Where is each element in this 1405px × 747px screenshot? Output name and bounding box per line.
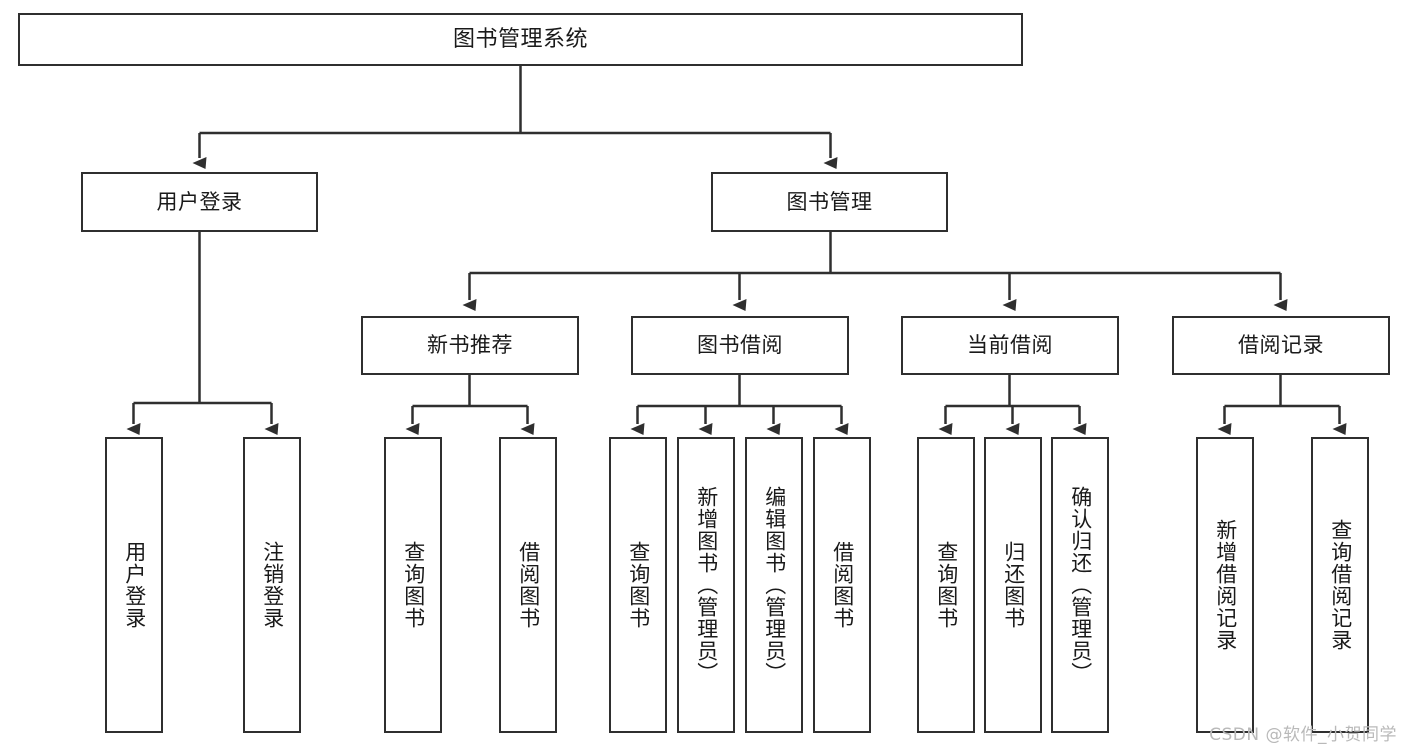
- node-leaf-query-book-1[interactable]: 查询图书: [384, 437, 442, 733]
- node-leaf-user-login-label: 用户登录: [122, 541, 147, 629]
- node-leaf-query-book-1-label: 查询图书: [401, 541, 426, 629]
- node-leaf-add-book[interactable]: 新增图书（管理员）: [677, 437, 735, 733]
- node-user-login-label: 用户登录: [156, 189, 243, 214]
- node-leaf-logout-label: 注销登录: [260, 541, 285, 629]
- node-leaf-add-record[interactable]: 新增借阅记录: [1196, 437, 1254, 733]
- node-current-borrow-label: 当前借阅: [967, 333, 1053, 358]
- node-leaf-query-book-3-label: 查询图书: [934, 541, 959, 629]
- node-book-borrow-label: 图书借阅: [697, 333, 783, 358]
- node-leaf-logout[interactable]: 注销登录: [243, 437, 301, 733]
- node-leaf-borrow-book-1-label: 借阅图书: [516, 541, 541, 629]
- node-book-management-label: 图书管理: [786, 189, 873, 214]
- node-leaf-return-book-label: 归还图书: [1001, 541, 1026, 629]
- node-leaf-add-book-label: 新增图书（管理员）: [694, 486, 719, 684]
- node-leaf-confirm-return[interactable]: 确认归还（管理员）: [1051, 437, 1109, 733]
- node-leaf-edit-book[interactable]: 编辑图书（管理员）: [745, 437, 803, 733]
- node-borrow-record[interactable]: 借阅记录: [1172, 316, 1390, 375]
- node-leaf-confirm-return-label: 确认归还（管理员）: [1068, 486, 1093, 684]
- node-root[interactable]: 图书管理系统: [18, 13, 1023, 66]
- node-leaf-query-book-2-label: 查询图书: [626, 541, 651, 629]
- node-new-book-recommend[interactable]: 新书推荐: [361, 316, 579, 375]
- node-leaf-query-book-3[interactable]: 查询图书: [917, 437, 975, 733]
- csdn-watermark: CSDN @软件_小贺同学: [1209, 725, 1397, 745]
- node-leaf-query-book-2[interactable]: 查询图书: [609, 437, 667, 733]
- node-leaf-user-login[interactable]: 用户登录: [105, 437, 163, 733]
- node-leaf-edit-book-label: 编辑图书（管理员）: [762, 486, 787, 684]
- node-leaf-query-record[interactable]: 查询借阅记录: [1311, 437, 1369, 733]
- node-user-login[interactable]: 用户登录: [81, 172, 318, 232]
- node-leaf-query-record-label: 查询借阅记录: [1328, 519, 1353, 651]
- node-book-management[interactable]: 图书管理: [711, 172, 948, 232]
- node-leaf-borrow-book-2[interactable]: 借阅图书: [813, 437, 871, 733]
- node-borrow-record-label: 借阅记录: [1238, 333, 1324, 358]
- node-leaf-add-record-label: 新增借阅记录: [1213, 519, 1238, 651]
- node-leaf-borrow-book-1[interactable]: 借阅图书: [499, 437, 557, 733]
- node-current-borrow[interactable]: 当前借阅: [901, 316, 1119, 375]
- node-book-borrow[interactable]: 图书借阅: [631, 316, 849, 375]
- node-leaf-borrow-book-2-label: 借阅图书: [830, 541, 855, 629]
- node-leaf-return-book[interactable]: 归还图书: [984, 437, 1042, 733]
- node-root-label: 图书管理系统: [452, 26, 588, 52]
- node-new-book-recommend-label: 新书推荐: [427, 333, 513, 358]
